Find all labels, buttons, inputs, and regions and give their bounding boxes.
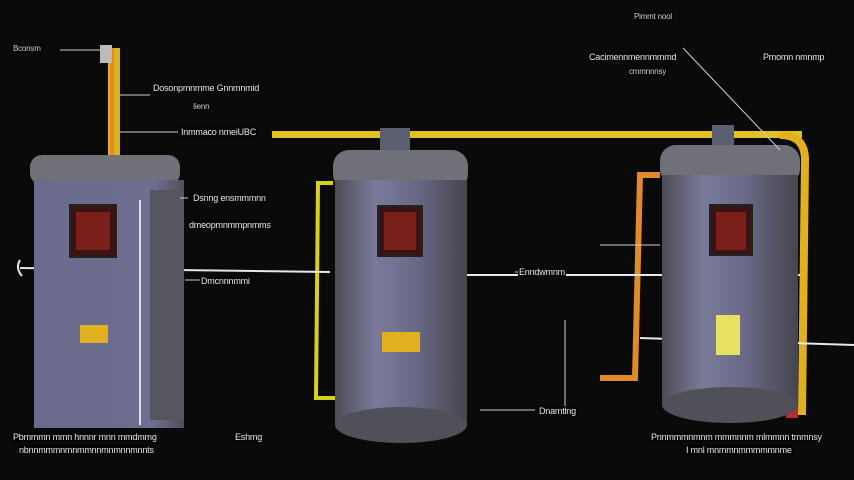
water-heater-left bbox=[30, 155, 184, 428]
water-pipe-yellow-middle bbox=[313, 181, 338, 400]
label-top-right-center-sub: cmmnnnsy bbox=[628, 67, 668, 76]
label-bottom-middle: Dnamtlng bbox=[538, 406, 577, 416]
label-vent: Dosonpmnmme Gnnmnmid bbox=[152, 83, 261, 93]
label-bottom-left-2: nbnnmmmnmnmmnnmnmnnmnnts bbox=[18, 445, 155, 455]
callout-leader-lines bbox=[60, 47, 781, 411]
label-bottom-right-2: I mnl mnmmnmmmmmnme bbox=[685, 445, 793, 455]
water-pipe-orange bbox=[600, 172, 660, 381]
label-bottom-left-1: Pbmmmn mmn hnnnr mnn mmdmmg bbox=[12, 432, 158, 442]
water-heater-right bbox=[660, 125, 800, 423]
label-tank1-sub: dmeopmnmmpnmms bbox=[188, 220, 272, 230]
label-right-middle: Enndwmnm bbox=[518, 267, 566, 277]
label-vent-sub: Iienn bbox=[192, 102, 211, 111]
gas-pipe-vertical-left bbox=[108, 48, 120, 158]
vent-cap bbox=[100, 45, 112, 63]
label-gas-pipe: Inmmaco nmeiUBC bbox=[180, 127, 258, 137]
label-bottom-left-tag: Eshmg bbox=[234, 432, 264, 442]
label-bottom-right-1: Pnnmmmnmnm mmmnnm mlmmnn tmmnsy bbox=[650, 432, 823, 442]
water-heater-middle bbox=[333, 128, 468, 443]
label-top-left: Bconsm bbox=[12, 44, 42, 53]
label-top-right: Pimmt nool bbox=[633, 12, 674, 21]
label-top-right-center: Cacimennmennmmmd bbox=[588, 52, 678, 62]
label-middle-line: Dmcnnnmmi bbox=[200, 276, 251, 286]
gas-pipe-horizontal bbox=[272, 131, 802, 138]
label-tank1-top: Dsnng ensmmmnn bbox=[192, 193, 267, 203]
label-far-right: Pmomn nmnmp bbox=[762, 52, 826, 62]
